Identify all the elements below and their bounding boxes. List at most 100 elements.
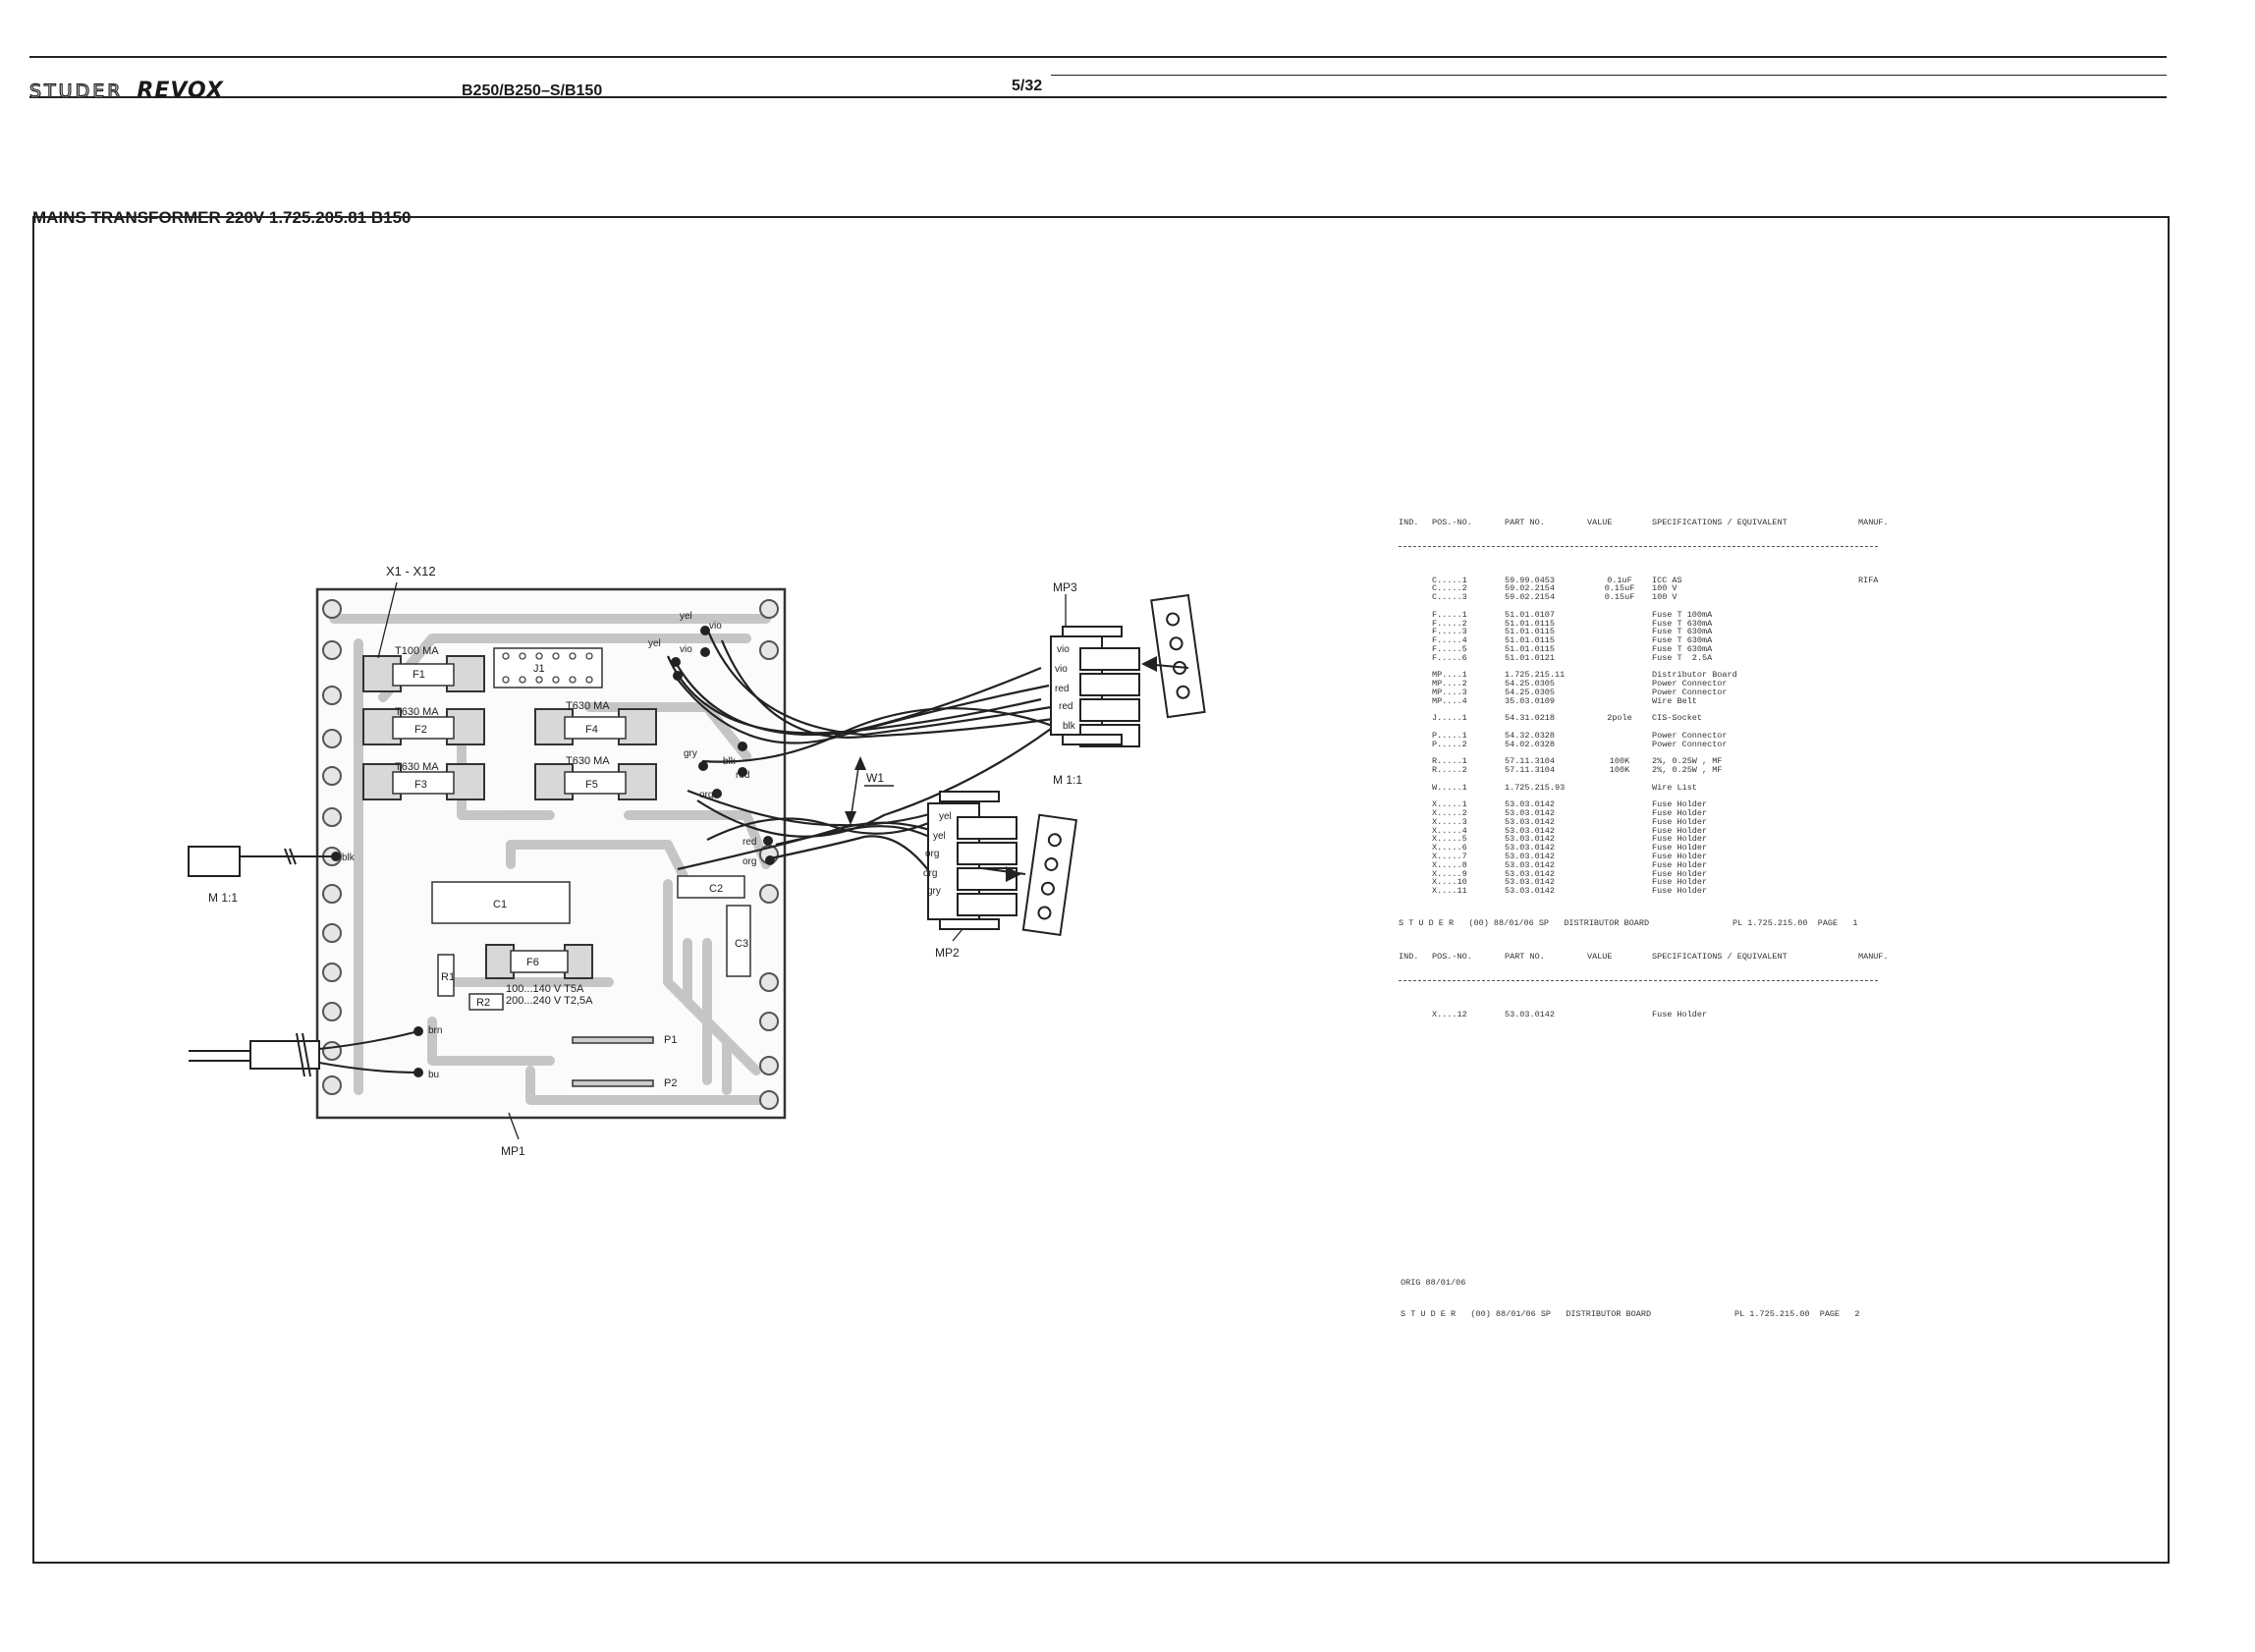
p2-connector bbox=[572, 1079, 654, 1087]
cell-manuf bbox=[1858, 584, 1898, 593]
mains-input-cable bbox=[188, 846, 336, 877]
cell-ind bbox=[1399, 800, 1432, 809]
cell-manuf bbox=[1858, 1011, 1898, 1019]
cell-ind bbox=[1399, 749, 1432, 758]
cell-value bbox=[1587, 723, 1652, 732]
cell-pos-no: F.....2 bbox=[1432, 618, 1467, 629]
label-board-yel-2: yel bbox=[648, 638, 661, 649]
cell-spec: Fuse T 2.5A bbox=[1652, 652, 1713, 663]
cell-pos-no: X....12 bbox=[1432, 1009, 1467, 1019]
cell-value bbox=[1587, 861, 1652, 870]
header2-ind: IND. bbox=[1399, 951, 1419, 962]
label-f3-rating: T630 MA bbox=[395, 761, 439, 773]
cell-part-no: 51.01.0115 bbox=[1505, 635, 1556, 646]
parts-row bbox=[1399, 706, 1898, 715]
cell-spec: 100 V bbox=[1652, 583, 1678, 594]
brand-studer: STUDER bbox=[28, 80, 124, 102]
cell-spec: 100 V bbox=[1652, 592, 1678, 603]
label-x1-x12: X1 - X12 bbox=[386, 564, 436, 578]
cell-manuf bbox=[1858, 818, 1898, 827]
cell-value bbox=[1587, 887, 1652, 896]
cell-spec: Fuse T 100mA bbox=[1652, 609, 1713, 620]
footer-right: PL 1.725.215.00 PAGE 1 bbox=[1732, 917, 1858, 928]
cell-ind bbox=[1399, 680, 1432, 688]
cell-value bbox=[1587, 697, 1652, 706]
parts-list-page-1: IND. POS.-NO. PART NO. VALUE SPECIFICATI… bbox=[1399, 501, 1898, 936]
cell-part-no: 53.03.0142 bbox=[1505, 852, 1556, 862]
cell-ind bbox=[1399, 741, 1432, 749]
cell-part-no: 59.99.0453 bbox=[1505, 575, 1556, 585]
cell-ind bbox=[1399, 620, 1432, 629]
cell-part-no: 51.01.0115 bbox=[1505, 643, 1556, 654]
cell-spec: Fuse T 630mA bbox=[1652, 618, 1713, 629]
label-f2: F2 bbox=[414, 724, 427, 736]
label-f4-rating: T630 MA bbox=[566, 700, 610, 712]
cell-spec: Power Connector bbox=[1652, 679, 1728, 689]
cell-value bbox=[1587, 800, 1652, 809]
cell-value bbox=[1587, 784, 1652, 793]
cell-ind bbox=[1399, 732, 1432, 741]
cell-manuf bbox=[1858, 706, 1898, 715]
cell-manuf bbox=[1858, 593, 1898, 602]
cell-ind bbox=[1399, 793, 1432, 801]
cell-spec: Fuse Holder bbox=[1652, 877, 1708, 888]
cell-part-no: 51.01.0121 bbox=[1505, 652, 1556, 663]
cell-spec: 2%, 0.25W , MF bbox=[1652, 765, 1723, 776]
cell-pos-no: X....10 bbox=[1432, 877, 1467, 888]
cell-spec: CIS-Socket bbox=[1652, 713, 1703, 724]
cell-pos-no: P.....1 bbox=[1432, 730, 1467, 741]
cell-value bbox=[1587, 818, 1652, 827]
cell-value bbox=[1587, 671, 1652, 680]
cell-value bbox=[1587, 620, 1652, 629]
cell-part-no: 53.03.0142 bbox=[1505, 877, 1556, 888]
cell-manuf bbox=[1858, 714, 1898, 723]
c1-capacitor bbox=[431, 881, 571, 924]
cell-pos-no: X.....2 bbox=[1432, 808, 1467, 819]
cell-part-no: 51.01.0107 bbox=[1505, 609, 1556, 620]
cell-ind bbox=[1399, 584, 1432, 593]
cell-spec: Fuse Holder bbox=[1652, 868, 1708, 879]
cell-value bbox=[1587, 809, 1652, 818]
label-f3: F3 bbox=[414, 779, 427, 791]
cell-manuf bbox=[1858, 757, 1898, 766]
label-scale-left: M 1:1 bbox=[208, 891, 238, 905]
cell-part-no: 1.725.215.93 bbox=[1505, 782, 1566, 793]
cell-value: 2pole bbox=[1607, 713, 1632, 724]
cell-value bbox=[1587, 688, 1652, 697]
cell-pos-no: X.....6 bbox=[1432, 843, 1467, 854]
cell-part-no: 59.02.2154 bbox=[1505, 592, 1556, 603]
label-mp2-yel-2: yel bbox=[933, 831, 946, 842]
cell-pos-no: X.....3 bbox=[1432, 816, 1467, 827]
cell-ind bbox=[1399, 654, 1432, 663]
mp2-plug bbox=[1021, 813, 1078, 937]
parts-row bbox=[1399, 663, 1898, 672]
cell-manuf bbox=[1858, 766, 1898, 775]
cell-spec: Wire Belt bbox=[1652, 695, 1697, 706]
cell-part-no: 53.03.0142 bbox=[1505, 799, 1556, 810]
label-board-org-1: org bbox=[699, 790, 713, 800]
footer-left: S T U D E R (00) 88/01/06 SP DISTRIBUTOR… bbox=[1399, 917, 1650, 928]
cell-ind bbox=[1399, 688, 1432, 697]
header2-manuf: MANUF. bbox=[1858, 951, 1889, 962]
cell-pos-no: X.....8 bbox=[1432, 859, 1467, 870]
label-j1: J1 bbox=[533, 663, 545, 675]
cell-spec: Fuse Holder bbox=[1652, 1009, 1708, 1019]
cell-manuf bbox=[1858, 671, 1898, 680]
cell-part-no: 53.03.0142 bbox=[1505, 808, 1556, 819]
label-f1: F1 bbox=[412, 669, 425, 681]
label-mp1: MP1 bbox=[501, 1144, 525, 1158]
parts-row bbox=[1399, 723, 1898, 732]
cell-pos-no: C.....2 bbox=[1432, 583, 1467, 594]
label-board-vio-1: vio bbox=[709, 621, 722, 632]
cell-manuf bbox=[1858, 636, 1898, 645]
cell-spec: Fuse Holder bbox=[1652, 843, 1708, 854]
label-wire-brn: brn bbox=[428, 1025, 442, 1036]
